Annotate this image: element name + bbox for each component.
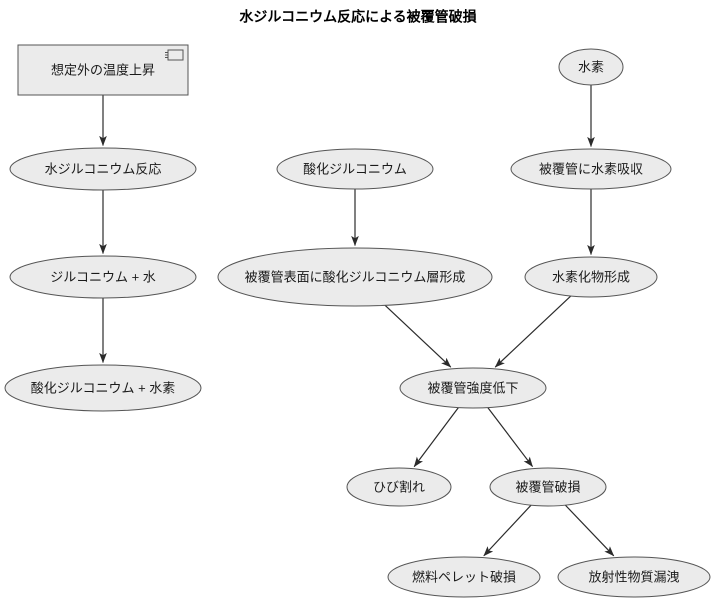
node-n_absorb[interactable]: 被覆管に水素吸収	[510, 148, 672, 190]
node-label: 酸化ジルコニウム + 水素	[31, 380, 176, 395]
node-shape	[557, 556, 711, 598]
node-shape	[346, 467, 452, 507]
node-label: 放射性物質漏洩	[588, 569, 679, 584]
node-shape	[524, 256, 658, 298]
node-shape	[276, 148, 434, 190]
edge-n_failure-to-n_release	[564, 504, 615, 557]
node-n_hydride[interactable]: 水素化物形成	[524, 256, 658, 298]
page-title: 水ジルコニウム反応による被覆管破損	[239, 9, 477, 25]
note-tag-icon	[165, 49, 184, 61]
node-n_temp[interactable]: 想定外の温度上昇	[17, 44, 189, 96]
node-n_layer[interactable]: 被覆管表面に酸化ジルコニウム層形成	[217, 247, 493, 307]
edge-layer	[99, 85, 615, 557]
node-shape	[4, 364, 202, 412]
node-label: ジルコニウム + 水	[50, 269, 156, 284]
node-shape	[9, 147, 197, 191]
edge-n_strength-to-n_failure	[487, 407, 533, 468]
node-n_crack[interactable]: ひび割れ	[346, 467, 452, 507]
node-label: 被覆管破損	[515, 479, 580, 494]
note-box	[17, 44, 189, 96]
node-shape	[489, 467, 607, 507]
edge-n_strength-to-n_crack	[413, 407, 459, 468]
node-n_hydrogen[interactable]: 水素	[558, 48, 624, 86]
node-label: 被覆管に水素吸収	[539, 161, 643, 176]
node-label: 水素化物形成	[552, 269, 630, 284]
node-n_zro2_h2[interactable]: 酸化ジルコニウム + 水素	[4, 364, 202, 412]
node-shape	[510, 148, 672, 190]
node-label: 想定外の温度上昇	[51, 62, 155, 77]
edge-n_hydride-to-n_strength	[494, 295, 572, 368]
node-n_strength[interactable]: 被覆管強度低下	[399, 367, 547, 409]
node-shape	[217, 247, 493, 307]
node-shape	[399, 367, 547, 409]
node-label: 酸化ジルコニウム	[303, 161, 407, 176]
node-n_zro2[interactable]: 酸化ジルコニウム	[276, 148, 434, 190]
node-n_release[interactable]: 放射性物質漏洩	[557, 556, 711, 598]
edge-n_layer-to-n_strength	[384, 304, 452, 368]
node-n_reaction[interactable]: 水ジルコニウム反応	[9, 147, 197, 191]
node-shape	[558, 48, 624, 86]
node-label: ひび割れ	[373, 479, 425, 494]
node-label: 水ジルコニウム反応	[45, 161, 162, 176]
node-shape	[387, 556, 541, 598]
node-label: 被覆管強度低下	[427, 380, 518, 395]
node-shape	[9, 255, 197, 299]
node-label: 被覆管表面に酸化ジルコニウム層形成	[245, 269, 466, 284]
node-n_zr_water[interactable]: ジルコニウム + 水	[9, 255, 197, 299]
node-label: 燃料ペレット破損	[412, 569, 516, 584]
edge-n_failure-to-n_pellet	[483, 504, 532, 557]
node-n_failure[interactable]: 被覆管破損	[489, 467, 607, 507]
node-n_pellet[interactable]: 燃料ペレット破損	[387, 556, 541, 598]
node-label: 水素	[578, 59, 604, 74]
